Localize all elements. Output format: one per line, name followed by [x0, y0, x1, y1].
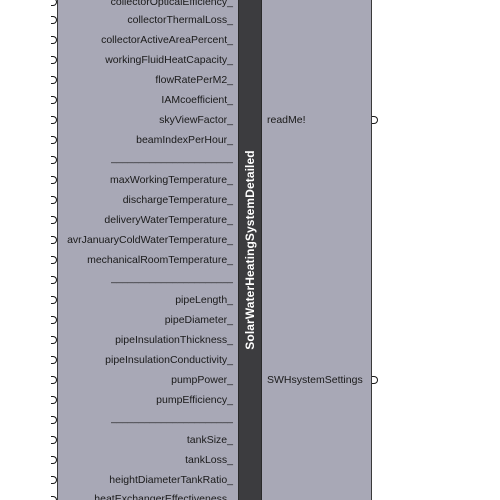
input-grip[interactable]: [51, 416, 57, 424]
input-pump-efficiency: pumpEfficiency_: [156, 394, 233, 406]
input-grip[interactable]: [51, 176, 57, 184]
output-readme: readMe!: [267, 114, 306, 126]
input-mechanical-room-temperature: mechanicalRoomTemperature_: [87, 254, 233, 266]
input-discharge-temperature: dischargeTemperature_: [122, 194, 233, 206]
input-grip[interactable]: [51, 196, 57, 204]
input-grip[interactable]: [51, 456, 57, 464]
output-grip[interactable]: [372, 116, 378, 124]
input-grip[interactable]: [51, 36, 57, 44]
input-delivery-water-temperature: deliveryWaterTemperature_: [104, 214, 233, 226]
input-grip[interactable]: [51, 336, 57, 344]
input-grip[interactable]: [51, 16, 57, 24]
input-flow-rate-per-m2: flowRatePerM2_: [155, 74, 233, 86]
input-grip[interactable]: [51, 276, 57, 284]
input-grip[interactable]: [51, 296, 57, 304]
input-grip[interactable]: [51, 476, 57, 484]
input-collector-thermal-loss: collectorThermalLoss_: [127, 14, 233, 26]
input-tank-loss: tankLoss_: [185, 454, 233, 466]
input-pump-power: pumpPower_: [171, 374, 233, 386]
input-grip[interactable]: [51, 76, 57, 84]
input-grip[interactable]: [51, 376, 57, 384]
input-grip[interactable]: [51, 96, 57, 104]
input-max-working-temperature: maxWorkingTemperature_: [110, 174, 233, 186]
component-body[interactable]: [57, 0, 372, 500]
input-pipe-insulation-thickness: pipeInsulationThickness_: [115, 334, 233, 346]
output-grip[interactable]: [372, 376, 378, 384]
input-pipe-length: pipeLength_: [175, 294, 233, 306]
input-grip[interactable]: [51, 236, 57, 244]
input-grip[interactable]: [51, 316, 57, 324]
separator-line: ______________________: [111, 153, 233, 164]
component-name-strip[interactable]: [238, 0, 262, 500]
separator-line: ______________________: [111, 273, 233, 284]
input-grip[interactable]: [51, 436, 57, 444]
input-grip[interactable]: [51, 256, 57, 264]
input-grip[interactable]: [51, 116, 57, 124]
component-title: SolarWaterHeatingSystemDetailed: [243, 150, 257, 350]
input-collector-optical-efficiency: collectorOpticalEfficiency_: [110, 0, 233, 8]
input-height-diameter-tank-ratio: heightDiameterTankRatio_: [109, 474, 233, 486]
input-grip[interactable]: [51, 356, 57, 364]
input-grip[interactable]: [51, 0, 57, 6]
separator-line: ______________________: [111, 413, 233, 424]
input-grip[interactable]: [51, 56, 57, 64]
input-iam-coefficient: IAMcoefficient_: [161, 94, 233, 106]
input-grip[interactable]: [51, 136, 57, 144]
input-collector-active-area-percent: collectorActiveAreaPercent_: [101, 34, 233, 46]
input-grip[interactable]: [51, 216, 57, 224]
input-grip[interactable]: [51, 396, 57, 404]
input-grip[interactable]: [51, 496, 57, 500]
input-sky-view-factor: skyViewFactor_: [159, 114, 233, 126]
input-grip[interactable]: [51, 156, 57, 164]
input-working-fluid-heat-capacity: workingFluidHeatCapacity_: [105, 54, 233, 66]
output-swh-system-settings: SWHsystemSettings: [267, 374, 363, 386]
input-avr-january-cold-water-temperature: avrJanuaryColdWaterTemperature_: [67, 234, 233, 246]
input-beam-index-per-hour: beamIndexPerHour_: [136, 134, 233, 146]
input-heat-exchanger-effectiveness: heatExchangerEffectiveness_: [94, 493, 233, 500]
input-tank-size: tankSize_: [186, 434, 233, 446]
input-pipe-insulation-conductivity: pipeInsulationConductivity_: [105, 354, 233, 366]
input-pipe-diameter: pipeDiameter_: [164, 314, 233, 326]
